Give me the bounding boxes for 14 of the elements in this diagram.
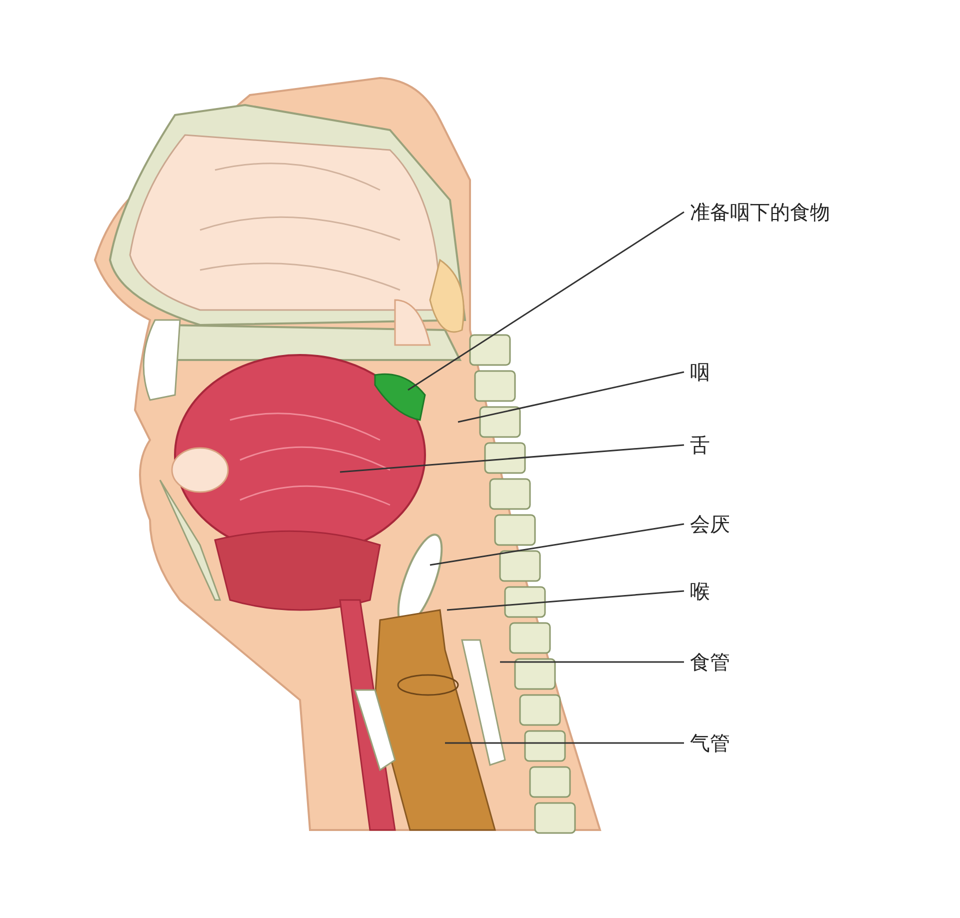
part-label: 咽 [690, 360, 710, 384]
part-label: 准备咽下的食物 [690, 200, 830, 224]
leader-line [458, 371, 684, 423]
leader-line [340, 444, 684, 473]
leader-line [446, 590, 684, 611]
part-label: 舌 [690, 433, 710, 457]
part-label: 食管 [690, 650, 730, 674]
leader-line [500, 661, 684, 663]
leader-line [445, 742, 684, 744]
part-label: 会厌 [690, 512, 730, 536]
leader-line [430, 523, 684, 566]
part-label: 气管 [690, 731, 730, 755]
leader-line [408, 211, 684, 391]
part-label: 喉 [690, 579, 710, 603]
